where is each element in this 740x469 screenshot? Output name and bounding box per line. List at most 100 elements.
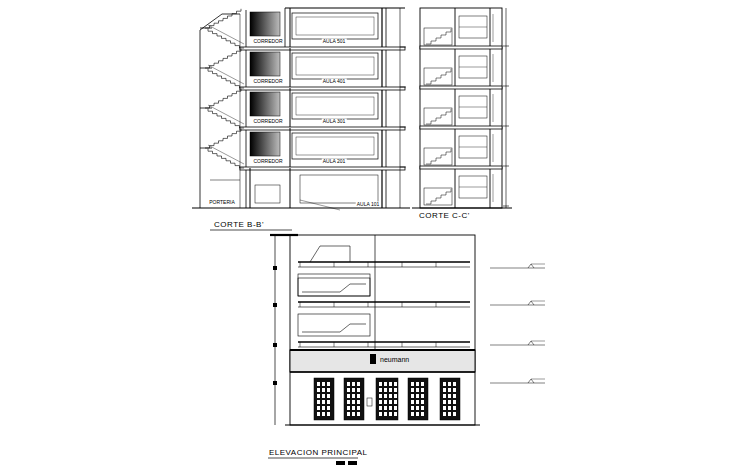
- door-panel: [389, 412, 392, 416]
- door-panel: [327, 382, 330, 386]
- door-panel: [384, 400, 387, 404]
- door-panel: [394, 394, 397, 398]
- window: [459, 96, 487, 118]
- door-panel: [322, 412, 325, 416]
- room-label: CORREDOR: [252, 79, 283, 84]
- window-frame: [298, 274, 370, 296]
- door-panel: [448, 388, 451, 392]
- door-opening: [314, 378, 334, 420]
- door-panel: [327, 400, 330, 404]
- column: [290, 168, 291, 208]
- floor-slab: [240, 127, 405, 130]
- door-panel: [379, 394, 382, 398]
- balcony-rail: [298, 347, 470, 348]
- wall-line: [290, 8, 291, 47]
- door-panel: [453, 412, 456, 416]
- landing: [200, 68, 212, 69]
- dimension-line: [275, 235, 276, 425]
- stair-flight: [208, 109, 244, 128]
- scale-bar: [348, 461, 357, 465]
- dimension-tick: [273, 303, 277, 307]
- classroom-wall: [292, 13, 378, 39]
- balcony-rail: [298, 307, 470, 308]
- door-panel: [357, 406, 360, 410]
- parapet-outline: [310, 246, 350, 262]
- door-panel: [384, 406, 387, 410]
- door-panel: [352, 382, 355, 386]
- stair-flight: [205, 9, 241, 28]
- door-panel: [443, 412, 446, 416]
- ground-room: [300, 175, 378, 203]
- door-panel: [317, 388, 320, 392]
- door-panel: [448, 406, 451, 410]
- door-panel: [347, 394, 350, 398]
- dimension-tick: [400, 167, 406, 168]
- door-panel: [322, 382, 325, 386]
- door-opening: [376, 378, 398, 420]
- section-title: CORTE B-B': [213, 221, 265, 229]
- rail-post: [300, 262, 301, 267]
- door-panel: [384, 412, 387, 416]
- door-panel: [327, 394, 330, 398]
- wall-line: [290, 128, 291, 167]
- wall-line: [375, 235, 376, 350]
- door-panel: [411, 388, 414, 392]
- door-panel: [352, 406, 355, 410]
- rail-post: [368, 262, 369, 267]
- room-label: AULA 101: [356, 202, 381, 207]
- classroom-wall: [296, 97, 374, 115]
- balcony-rail: [298, 267, 470, 268]
- classroom-wall: [296, 57, 374, 75]
- rail-post: [334, 262, 335, 267]
- balcony-rail: [298, 301, 470, 302]
- door-opening: [408, 378, 428, 420]
- window-frame: [298, 278, 370, 296]
- wall-plaque: [367, 398, 372, 406]
- door-panel: [317, 412, 320, 416]
- stair-flight: [426, 109, 451, 124]
- handrail: [208, 145, 244, 164]
- door-panel: [322, 388, 325, 392]
- door-panel: [394, 412, 397, 416]
- level-marker: [531, 264, 545, 265]
- room-label: AULA 201: [322, 159, 347, 164]
- level-marker: [531, 341, 545, 342]
- dimension-tick: [503, 166, 509, 167]
- door-panel: [394, 406, 397, 410]
- door-panel: [389, 382, 392, 386]
- stair-wall: [240, 14, 241, 208]
- door-panel: [384, 382, 387, 386]
- stair-flight: [205, 49, 241, 68]
- door-panel: [322, 394, 325, 398]
- door-panel: [443, 406, 446, 410]
- door-panel: [394, 400, 397, 404]
- signboard-logo: [370, 354, 376, 364]
- rail-post: [334, 302, 335, 307]
- door-panel: [421, 400, 424, 404]
- lintel: [290, 371, 475, 372]
- stair-silhouette: [302, 324, 366, 332]
- wall-line: [493, 174, 494, 202]
- door-panel: [389, 394, 392, 398]
- dimension-tick: [503, 126, 509, 127]
- floor-slab: [420, 126, 502, 129]
- door-panel: [421, 406, 424, 410]
- door-panel: [443, 388, 446, 392]
- door-panel: [317, 382, 320, 386]
- window: [459, 176, 487, 198]
- classroom-wall: [292, 53, 378, 79]
- level-marker: [528, 264, 534, 268]
- rail-post: [300, 342, 301, 347]
- door-panel: [453, 388, 456, 392]
- floor-slab: [240, 87, 405, 90]
- dimension-tick: [273, 266, 277, 270]
- door-panel: [389, 388, 392, 392]
- level-marker: [531, 379, 545, 380]
- door-panel: [411, 406, 414, 410]
- wall-line: [493, 14, 494, 42]
- handrail: [208, 65, 244, 84]
- door-panel: [421, 388, 424, 392]
- rail-post: [436, 302, 437, 307]
- window: [459, 147, 487, 148]
